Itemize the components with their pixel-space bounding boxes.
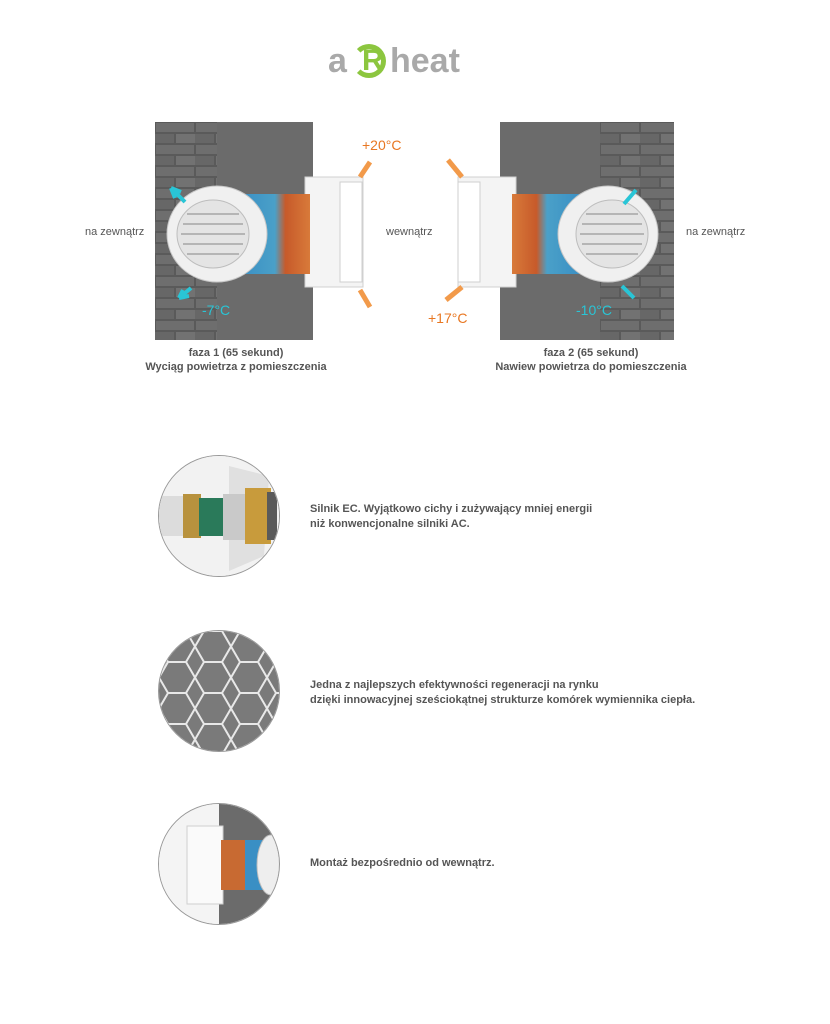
- phase1-outside-label: na zewnątrz: [85, 226, 145, 238]
- phase2-caption: faza 2 (65 sekund) Nawiew powietrza do p…: [486, 346, 696, 374]
- phase2-illustration: [440, 122, 674, 340]
- phase1-caption: faza 1 (65 sekund) Wyciąg powietrza z po…: [140, 346, 332, 374]
- phase1-temp-inside: +20°C: [362, 137, 402, 153]
- phase2-temp-inside: +17°C: [428, 310, 468, 326]
- phase2-temp-outside: -10°C: [576, 302, 612, 318]
- phase1-caption-title: faza 1 (65 sekund): [188, 347, 284, 359]
- phase2-caption-desc: Nawiew powietrza do pomieszczenia: [495, 361, 687, 373]
- phase1-caption-desc: Wyciąg powietrza z pomieszczenia: [145, 361, 327, 373]
- phase2-caption-title: faza 2 (65 sekund): [543, 347, 639, 359]
- phase2-outside-label: na zewnątrz: [686, 226, 746, 238]
- feature-mounting-text: Montaż bezpośrednio od wewnątrz.: [310, 857, 495, 869]
- middle-inside-label: wewnątrz: [386, 226, 433, 238]
- feature-exchanger-text: Jedna z najlepszych efektywności regener…: [310, 679, 696, 706]
- brand-logo: a R heat: [328, 42, 460, 80]
- heat-exchanger-image: [158, 630, 280, 752]
- logo-ring-icon: [352, 44, 386, 78]
- feature-ec-motor-text: Silnik EC. Wyjątkowo cichy i zużywający …: [310, 503, 593, 530]
- ec-motor-image: [158, 455, 280, 577]
- phase1-illustration: [155, 122, 380, 340]
- mounting-image: [158, 803, 280, 925]
- phase1-temp-outside: -7°C: [202, 302, 231, 318]
